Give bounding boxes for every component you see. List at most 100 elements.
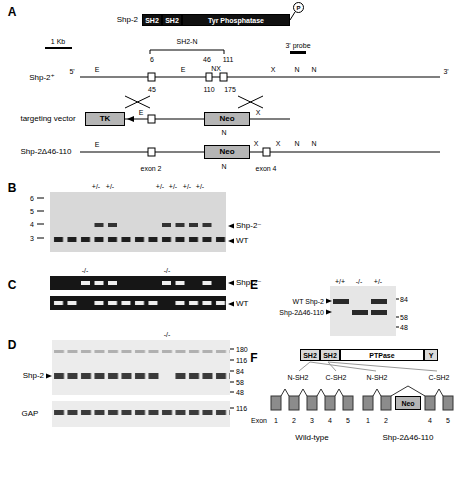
figure-label: N (221, 163, 226, 170)
figure-label: 45 (148, 86, 156, 93)
figure-label: 2 (292, 417, 296, 424)
figure-label: X (256, 109, 261, 116)
protein-band (333, 299, 349, 304)
figure-label: +/- (169, 183, 177, 190)
figure-label: Shp-2⁻ (236, 222, 262, 230)
protein-band (371, 310, 387, 315)
orientation-arrow (127, 116, 134, 122)
genomic-line (80, 151, 440, 152)
western-blot (330, 286, 396, 336)
figure-label: Shp-2 (23, 372, 44, 380)
figure-label: 58 (236, 379, 244, 386)
genomic-line (80, 76, 440, 77)
figure-label: 175 (224, 86, 236, 93)
figure-label: -/- (164, 331, 171, 338)
figure-label: N (311, 140, 316, 147)
figure-label: 4 (30, 221, 34, 228)
exon-box (148, 115, 155, 123)
figure-label: targeting vector (20, 115, 75, 123)
box-label: Neo (219, 115, 234, 123)
domain-box: SH2 (320, 349, 340, 361)
box-label: Neo (401, 400, 414, 407)
region-bracket (150, 50, 224, 54)
western-blot (52, 340, 230, 395)
figure-label: C-SH2 (428, 374, 449, 381)
exon-box (343, 396, 353, 410)
figure-label: 6 (150, 56, 154, 63)
figure-label: N-SH2 (366, 374, 387, 381)
marker-tick (37, 198, 44, 199)
figure-label: Shp-2Δ46-110 (382, 434, 433, 442)
pcr-gel (50, 296, 226, 310)
box-label: TK (100, 115, 111, 123)
splice-line (435, 389, 443, 396)
splice-lines (281, 386, 443, 396)
figure-label: X (271, 66, 276, 73)
mutant-band (95, 223, 104, 227)
figure-label: WT Shp-2 (293, 298, 324, 305)
exon-box (148, 73, 155, 81)
figure-label: 48 (400, 324, 408, 331)
pcr-gel (50, 276, 226, 290)
figure-label: +/- (106, 183, 114, 190)
panel-letter: F (250, 352, 257, 364)
figure-label: 2 (384, 417, 388, 424)
figure-label: Wild-type (295, 434, 328, 442)
figure-label: SH2-N (176, 38, 197, 45)
panel-letter: D (8, 339, 17, 351)
protein-bands (54, 410, 230, 415)
figure-label: Shp-2 (117, 16, 138, 24)
domain-box: Tyr Phosphatase (182, 14, 290, 26)
marker-tick (230, 349, 234, 350)
figure-label: 180 (236, 346, 248, 353)
splice-line (299, 389, 307, 396)
figure-label: X (276, 140, 281, 147)
domain-guide (328, 362, 437, 371)
panel-letter: A (8, 6, 17, 18)
figure-label: Shp-2Δ46-110 (279, 309, 324, 316)
protein-bands (54, 373, 230, 379)
domain-box: Neo (204, 145, 250, 159)
marker-tick (37, 224, 44, 225)
domain-guide (299, 362, 310, 371)
box-label: SH2 (145, 17, 159, 24)
figure-label: 1 (366, 417, 370, 424)
figure-label: 5 (346, 417, 350, 424)
domain-box: SH2 (162, 14, 182, 26)
mutant-band (189, 223, 198, 227)
domain-box: Y (424, 349, 438, 361)
figure-label: +/- (196, 183, 204, 190)
mutant-band (162, 223, 171, 227)
scale-bar (45, 47, 72, 49)
figure-label: Exon (251, 417, 267, 424)
figure-label: Shp-2Δ46-110 (20, 148, 71, 156)
exon-box (289, 396, 299, 410)
panel-letter: E (250, 279, 258, 291)
panel-letter: C (8, 279, 17, 291)
band-arrow (46, 374, 52, 379)
empty-lane (161, 300, 172, 306)
mutant-band (108, 223, 117, 227)
figure-label: Shp-2⁺ (29, 74, 55, 82)
exon-box (443, 396, 453, 410)
figure-label: 1 (274, 417, 278, 424)
mutant-band (176, 223, 185, 227)
exon-box (220, 73, 227, 81)
empty-lane (160, 372, 174, 380)
recombination-cross (125, 96, 150, 108)
band-arrow (228, 224, 234, 229)
box-label: Y (429, 352, 434, 359)
figure-label: E (139, 109, 144, 116)
figure-label: 4 (328, 417, 332, 424)
figure-label: E (95, 66, 100, 73)
splice-line (281, 389, 289, 396)
probe-bar (290, 51, 306, 54)
figure-label: +/- (183, 183, 191, 190)
pcr-band (81, 281, 90, 285)
splice-line (335, 389, 343, 396)
exon-box (425, 396, 435, 410)
pcr-band (108, 281, 117, 285)
pcr-band (162, 281, 171, 285)
